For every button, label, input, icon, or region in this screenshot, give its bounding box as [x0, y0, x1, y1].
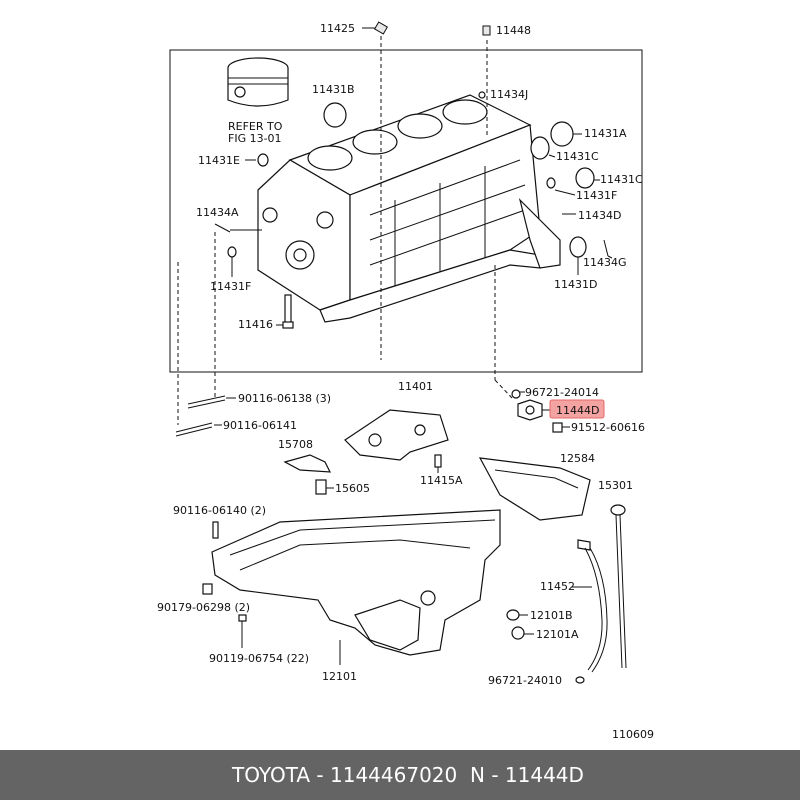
part-90179-06298-label: 90179-06298 (2)	[157, 601, 250, 614]
footer-bar: TOYOTA - 1144467020 N - 11444D	[0, 750, 800, 800]
figure-number: 110609	[612, 728, 654, 741]
part-11434D-label: 11434D	[578, 209, 621, 222]
part-11401-label: 11401	[398, 380, 433, 393]
part-11425-label: 11425	[320, 22, 355, 35]
baffle-plate-drawing	[344, 409, 449, 461]
part-11431F-right-label: 11431F	[576, 189, 617, 202]
cylinder-block-drawing	[257, 94, 561, 323]
part-11434G-label: 11434G	[583, 256, 627, 269]
part-11444D-highlight	[549, 399, 605, 419]
part-96721-24014-label: 96721-24014	[525, 386, 599, 399]
part-15301-label: 15301	[598, 479, 633, 492]
part-11415A-label: 11415A	[420, 474, 463, 487]
part-11444D-label[interactable]: 11444D	[556, 404, 599, 417]
part-90119-06754-label: 90119-06754 (22)	[209, 652, 309, 665]
cylinder-block-frame	[169, 49, 643, 373]
footer-brand-part-number: TOYOTA - 1144467020	[232, 763, 458, 787]
part-11434J-label: 11434J	[490, 88, 528, 101]
part-15605-label: 15605	[335, 482, 370, 495]
part-11444D-drawing	[517, 399, 543, 421]
part-11431F-left-label: 11431F	[210, 280, 251, 293]
part-11448-label: 11448	[496, 24, 531, 37]
part-12101B-label: 12101B	[530, 609, 573, 622]
refer-fig-label: FIG 13-01	[228, 132, 282, 145]
part-12584-label: 12584	[560, 452, 595, 465]
part-11431E-label: 11431E	[198, 154, 240, 167]
part-96721-24010-label: 96721-24010	[488, 674, 562, 687]
part-15708-label: 15708	[278, 438, 313, 451]
part-11431D-label: 11431D	[554, 278, 597, 291]
part-11452-label: 11452	[540, 580, 575, 593]
part-90116-06141-label: 90116-06141	[223, 419, 297, 432]
part-11431C-label-1: 11431C	[556, 150, 599, 163]
part-90116-06140-label: 90116-06140 (2)	[173, 504, 266, 517]
part-11431A-label: 11431A	[584, 127, 627, 140]
oil-pan-drawing	[211, 509, 501, 656]
footer-reference: N - 11444D	[470, 763, 584, 787]
part-91512-60616-label: 91512-60616	[571, 421, 645, 434]
part-11431B-label: 11431B	[312, 83, 355, 96]
refer-to-label: REFER TO	[228, 120, 283, 133]
part-12101A-label: 12101A	[536, 628, 579, 641]
parts-diagram: REFER TO FIG 13-01 11425 11448 11431B 11…	[157, 21, 654, 741]
part-11416-label: 11416	[238, 318, 273, 331]
part-11434A-label: 11434A	[196, 206, 239, 219]
part-90116-06138-label: 90116-06138 (3)	[238, 392, 331, 405]
part-12101-label: 12101	[322, 670, 357, 683]
piston-drawing	[227, 57, 289, 107]
part-11431C-label-2: 11431C	[600, 173, 643, 186]
